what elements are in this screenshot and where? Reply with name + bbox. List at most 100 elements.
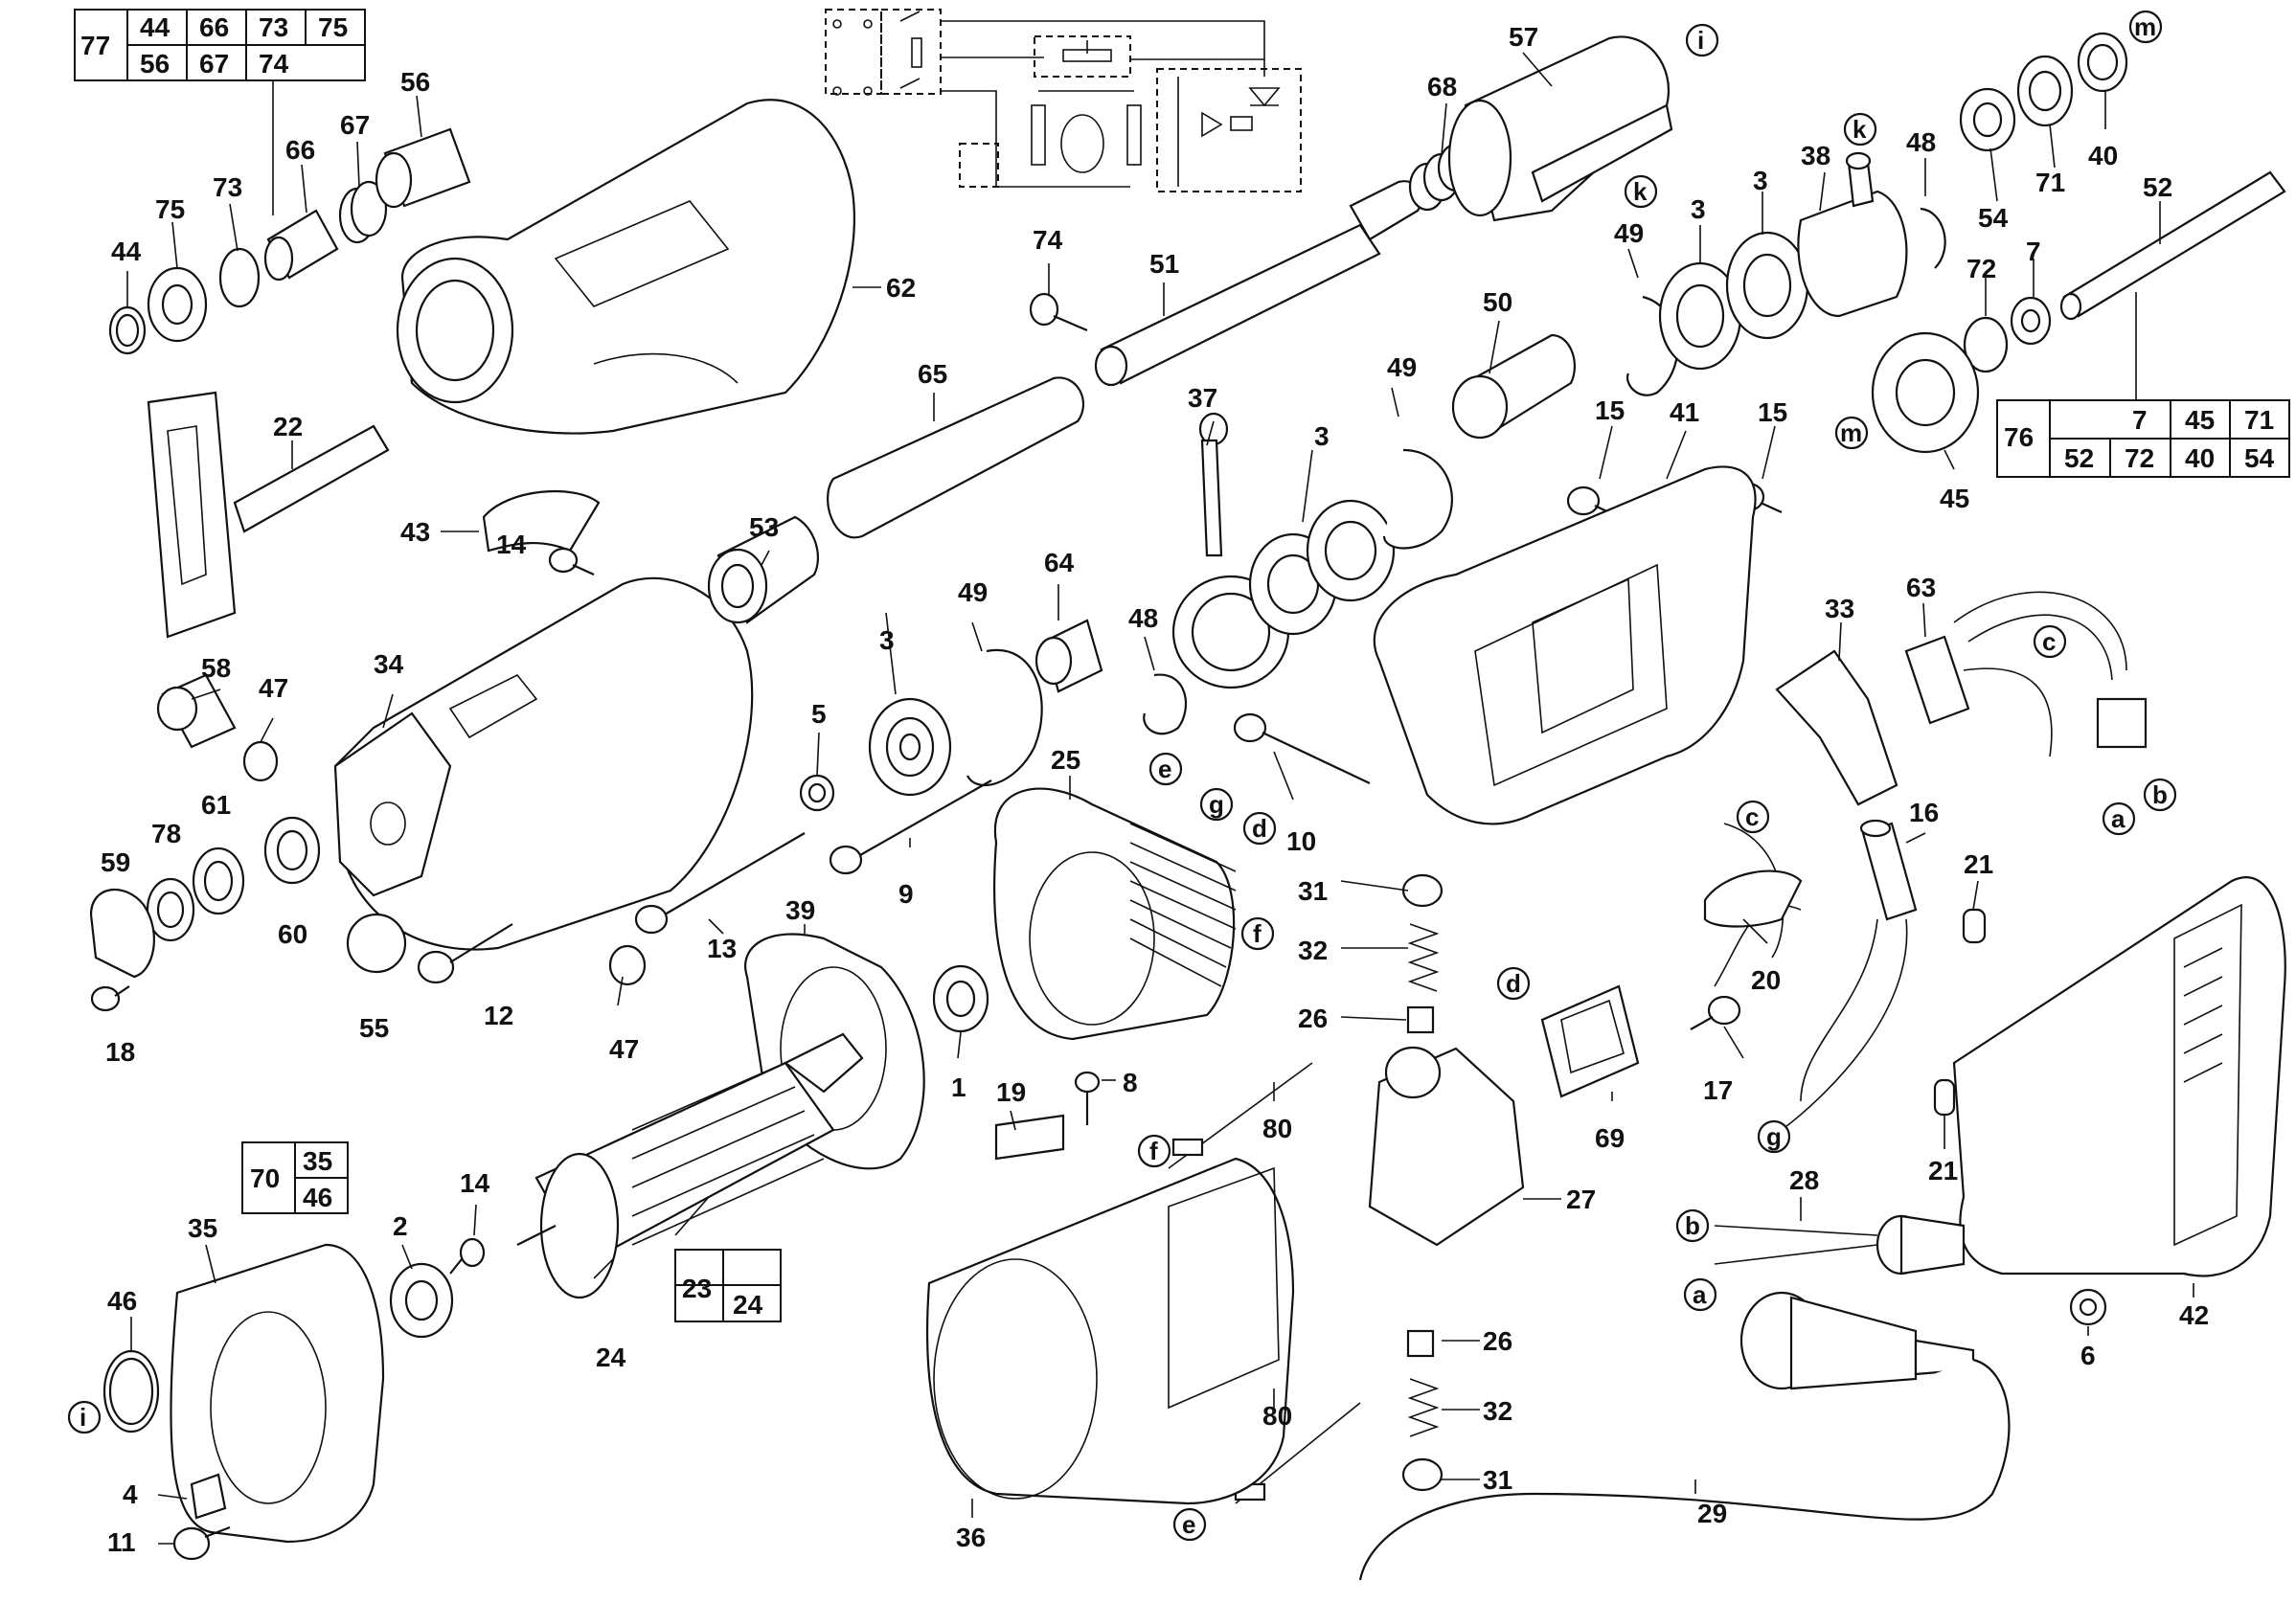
callout-48a: 48 bbox=[1128, 603, 1158, 633]
callout-labels: 44 75 73 66 67 56 62 22 43 14 58 47 34 6… bbox=[101, 22, 2209, 1557]
callout-5: 5 bbox=[811, 699, 827, 729]
part-58-plug bbox=[156, 673, 237, 749]
kit-table-77: 77 44 66 73 75 56 67 74 bbox=[74, 9, 366, 215]
part-62-gear-housing bbox=[396, 99, 856, 435]
callout-28: 28 bbox=[1789, 1165, 1819, 1195]
callout-16: 16 bbox=[1909, 798, 1939, 827]
marker-m: m bbox=[2128, 10, 2163, 44]
callout-56: 56 bbox=[400, 67, 430, 97]
marker-d: d bbox=[1496, 966, 1531, 1001]
marker-g: g bbox=[1199, 787, 1234, 822]
part-3b2-bearing bbox=[1306, 499, 1396, 602]
part-3d-bearing bbox=[1725, 231, 1809, 340]
kit-76-header: 76 bbox=[2004, 422, 2034, 452]
callout-17: 17 bbox=[1703, 1075, 1733, 1105]
callout-52: 52 bbox=[2143, 172, 2172, 202]
marker-i: i bbox=[67, 1400, 102, 1434]
part-47b-oring bbox=[608, 944, 647, 986]
part-73-clip bbox=[218, 247, 261, 308]
svg-text:c: c bbox=[1745, 802, 1759, 831]
kit-76-cell: 72 bbox=[2125, 443, 2154, 473]
part-66-sleeve bbox=[263, 209, 339, 282]
callout-49c: 49 bbox=[1614, 218, 1644, 248]
part-78-washer bbox=[146, 877, 195, 942]
callout-9: 9 bbox=[898, 879, 914, 909]
part-50-cylinder bbox=[1451, 333, 1576, 440]
part-27-brush-holder bbox=[1368, 1046, 1525, 1247]
part-14b-screw bbox=[449, 1237, 486, 1275]
callout-58: 58 bbox=[201, 653, 231, 683]
callout-3a: 3 bbox=[879, 625, 895, 655]
kit-76-cell: 45 bbox=[2185, 405, 2215, 435]
part-31a-cap bbox=[1401, 873, 1444, 908]
callout-10: 10 bbox=[1286, 826, 1316, 856]
marker-e: e bbox=[1148, 752, 1183, 786]
part-43-button bbox=[482, 489, 601, 553]
callout-68: 68 bbox=[1427, 72, 1457, 102]
part-34-motor-housing bbox=[333, 576, 754, 951]
part-24-armature bbox=[516, 1032, 864, 1299]
callout-64: 64 bbox=[1044, 548, 1075, 577]
callout-53: 53 bbox=[749, 512, 779, 542]
part-wires-right bbox=[1953, 591, 2148, 757]
part-57-barrel bbox=[1447, 35, 1673, 222]
kit-76-cell: 54 bbox=[2244, 443, 2275, 473]
part-9-screw bbox=[829, 779, 992, 875]
callout-45: 45 bbox=[1940, 484, 1969, 513]
callout-54: 54 bbox=[1978, 203, 2009, 233]
part-16-capacitor bbox=[1859, 819, 1918, 921]
marker-b: b bbox=[2143, 778, 2177, 812]
part-52-shaft bbox=[2059, 170, 2286, 321]
kit-77-cell: 73 bbox=[259, 12, 288, 42]
svg-text:d: d bbox=[1506, 969, 1521, 998]
callout-62: 62 bbox=[886, 273, 916, 303]
part-26a-brush bbox=[1406, 1005, 1435, 1034]
callout-13: 13 bbox=[707, 934, 737, 963]
kit-76-cell: 40 bbox=[2185, 443, 2215, 473]
callout-55: 55 bbox=[359, 1013, 389, 1043]
part-31b-cap bbox=[1401, 1457, 1444, 1492]
svg-text:d: d bbox=[1252, 814, 1267, 843]
leader-lines bbox=[126, 52, 2194, 1545]
part-29-power-cord bbox=[1358, 1291, 2011, 1581]
part-59-clamp bbox=[89, 888, 155, 979]
callout-3b: 3 bbox=[1314, 421, 1330, 451]
callout-12: 12 bbox=[484, 1001, 513, 1030]
part-10-screw bbox=[1233, 712, 1371, 784]
svg-text:g: g bbox=[1209, 790, 1224, 819]
part-61-seal bbox=[192, 847, 245, 915]
part-7-bearing bbox=[2010, 296, 2052, 346]
callout-37: 37 bbox=[1188, 383, 1217, 413]
part-63-brush bbox=[1904, 635, 1970, 725]
part-51-spindle bbox=[1094, 180, 1423, 387]
kit-77-cell: 74 bbox=[259, 49, 289, 79]
marker-d: d bbox=[1242, 811, 1277, 846]
callout-47: 47 bbox=[259, 673, 288, 703]
callout-11: 11 bbox=[107, 1527, 136, 1557]
part-2-bearing bbox=[389, 1262, 454, 1339]
part-45-gear bbox=[1871, 331, 1980, 454]
part-56-cap bbox=[375, 127, 471, 209]
part-5-nut bbox=[799, 774, 835, 812]
callout-15a: 15 bbox=[1595, 395, 1625, 425]
svg-text:f: f bbox=[1253, 919, 1262, 948]
callout-3d: 3 bbox=[1753, 166, 1768, 195]
callout-27: 27 bbox=[1566, 1185, 1596, 1214]
callout-8: 8 bbox=[1123, 1068, 1138, 1097]
part-46-oring bbox=[102, 1349, 160, 1434]
kit-70-header: 70 bbox=[250, 1163, 280, 1193]
callout-25: 25 bbox=[1051, 745, 1080, 775]
callout-80b: 80 bbox=[1262, 1401, 1292, 1431]
part-53-bushing bbox=[707, 515, 819, 624]
marker-b: b bbox=[1675, 1208, 1710, 1243]
callout-57: 57 bbox=[1509, 22, 1538, 52]
part-54-nut bbox=[1959, 87, 2016, 152]
callout-4: 4 bbox=[123, 1479, 138, 1509]
part-35-end-cover bbox=[170, 1243, 385, 1544]
callout-49b: 49 bbox=[1387, 352, 1417, 382]
kit-77-cell: 56 bbox=[140, 49, 170, 79]
kit-76-cell: 52 bbox=[2064, 443, 2094, 473]
part-17-screw bbox=[1690, 995, 1741, 1030]
callout-40: 40 bbox=[2088, 141, 2118, 170]
